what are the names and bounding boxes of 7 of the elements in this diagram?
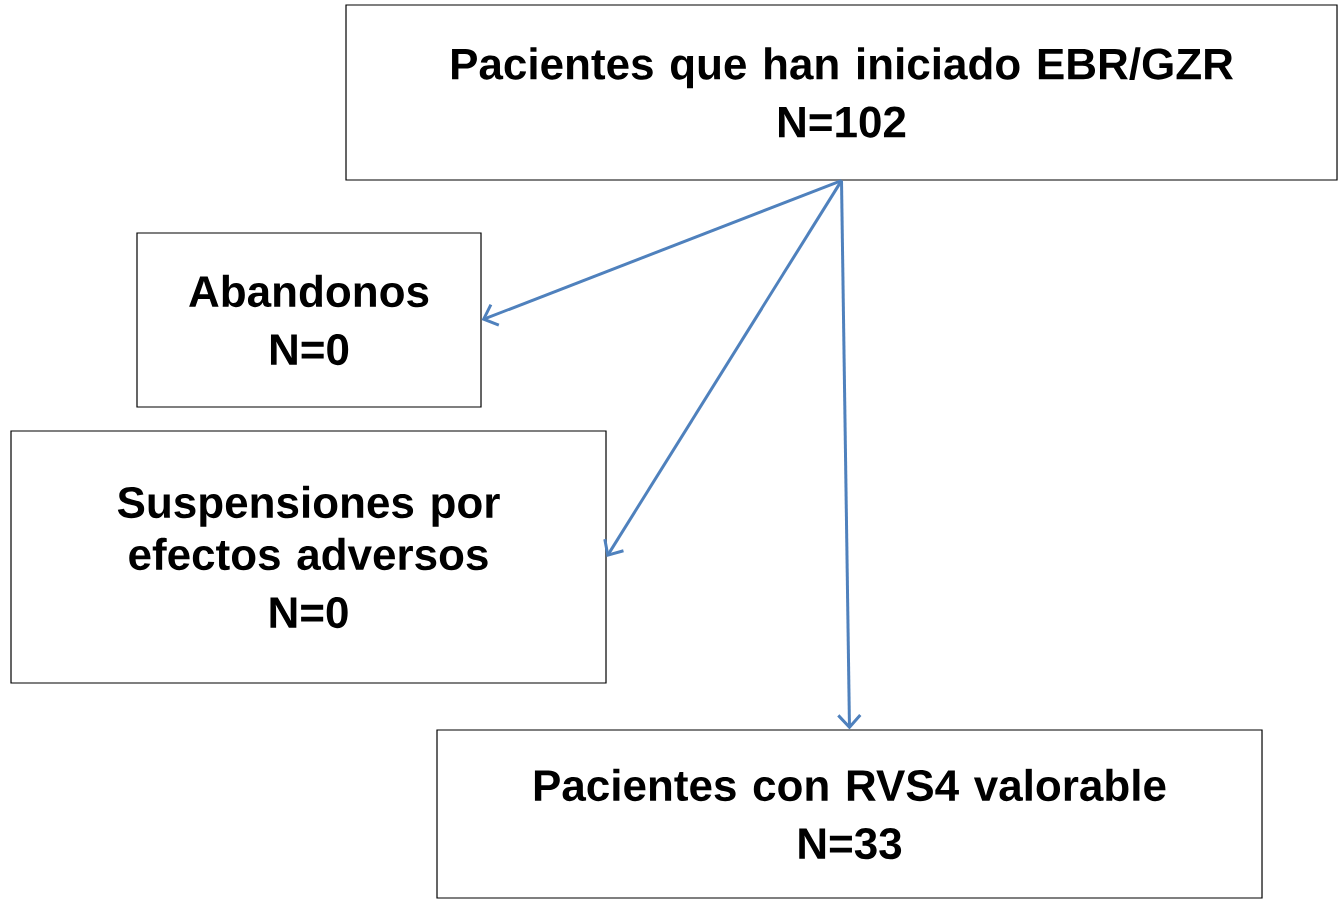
text-box: Suspensiones por efectos adversos N=0 [10,430,607,684]
arrow [603,179,843,557]
text-box: Abandonos N=0 [136,232,482,408]
arrow [481,179,843,327]
text-box: Pacientes con RVS4 valorable N=33 [436,729,1263,899]
text-box: Pacientes que han iniciado EBR/GZR N=102 [345,4,1338,181]
arrow [837,180,862,730]
